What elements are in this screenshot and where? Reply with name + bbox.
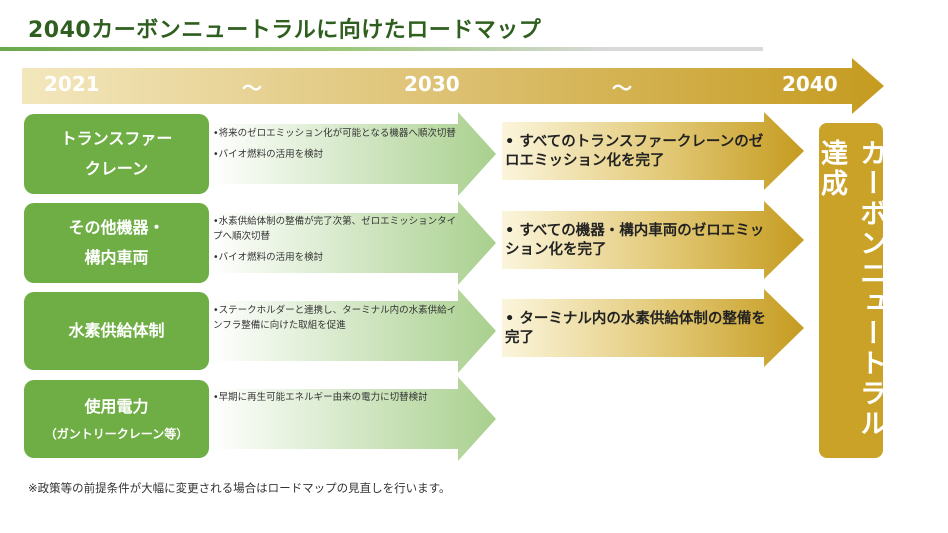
final-goal-text: カーボンニュートラル達成 <box>816 139 886 439</box>
timeline-arrow <box>22 58 884 114</box>
timeline-label-2040: 2040 <box>782 72 838 96</box>
category-hydrogen-supply: 水素供給体制 <box>24 292 209 370</box>
bullet: •バイオ燃料の活用を検討 <box>213 149 324 160</box>
category-sub: （ガントリークレーン等） <box>44 427 189 441</box>
timeline-label-tilde-2: ～ <box>612 76 632 100</box>
green-arrow-row-2 <box>210 201 496 285</box>
footnote: ※政策等の前提条件が大幅に変更される場合はロードマップの見直しを行います。 <box>28 481 451 495</box>
description-row-1: •将来のゼロエミッション化が可能となる機器へ順次切替 •バイオ燃料の活用を検討 <box>213 126 463 168</box>
target-row-2: • すべての機器・構内車両のゼロエミッション化を完了 <box>505 223 765 258</box>
page-title: 2040カーボンニュートラルに向けたロードマップ <box>28 18 542 43</box>
gold-arrow-row-3 <box>502 289 804 367</box>
category-line: クレーン <box>84 159 149 178</box>
timeline-label-2030: 2030 <box>404 72 460 96</box>
title-underline <box>0 47 763 51</box>
green-arrow-row-4 <box>210 377 496 461</box>
bullet: •早期に再生可能エネルギー由来の電力に切替検討 <box>213 392 428 403</box>
description-row-4: •早期に再生可能エネルギー由来の電力に切替検討 <box>213 390 463 411</box>
category-line: 使用電力 <box>84 397 149 416</box>
category-line: 構内車両 <box>84 248 149 267</box>
target-row-3: • ターミナル内の水素供給体制の整備を完了 <box>505 311 766 346</box>
timeline-label-tilde-1: ～ <box>242 76 262 100</box>
target-row-1: • すべてのトランスファークレーンのゼロエミッション化を完了 <box>505 134 764 169</box>
bullet: •バイオ燃料の活用を検討 <box>213 252 324 263</box>
green-arrow-row-1 <box>210 112 496 196</box>
category-other-equipment: その他機器・ 構内車両 <box>24 203 209 283</box>
timeline-label-2021: 2021 <box>44 72 100 96</box>
green-arrow-row-3 <box>210 289 496 373</box>
description-row-3: •ステークホルダーと連携し、ターミナル内の水素供給インフラ整備に向けた取組を促進 <box>213 303 463 339</box>
final-goal-box: カーボンニュートラル達成 <box>816 123 886 458</box>
gold-arrow-row-2 <box>502 201 804 279</box>
bullet: •将来のゼロエミッション化が可能となる機器へ順次切替 <box>213 128 456 139</box>
bullet: •水素供給体制の整備が完了次第、ゼロエミッションタイプへ順次切替 <box>213 216 457 242</box>
category-power-usage: 使用電力 （ガントリークレーン等） <box>24 380 209 458</box>
bullet: •ステークホルダーと連携し、ターミナル内の水素供給インフラ整備に向けた取組を促進 <box>213 305 457 331</box>
gold-arrow-row-1 <box>502 112 804 190</box>
category-line: トランスファー <box>60 129 173 148</box>
category-line: 水素供給体制 <box>68 321 165 340</box>
category-line: その他機器・ <box>68 218 165 237</box>
category-transfer-crane: トランスファー クレーン <box>24 114 209 194</box>
description-row-2: •水素供給体制の整備が完了次第、ゼロエミッションタイプへ順次切替 •バイオ燃料の… <box>213 214 463 271</box>
